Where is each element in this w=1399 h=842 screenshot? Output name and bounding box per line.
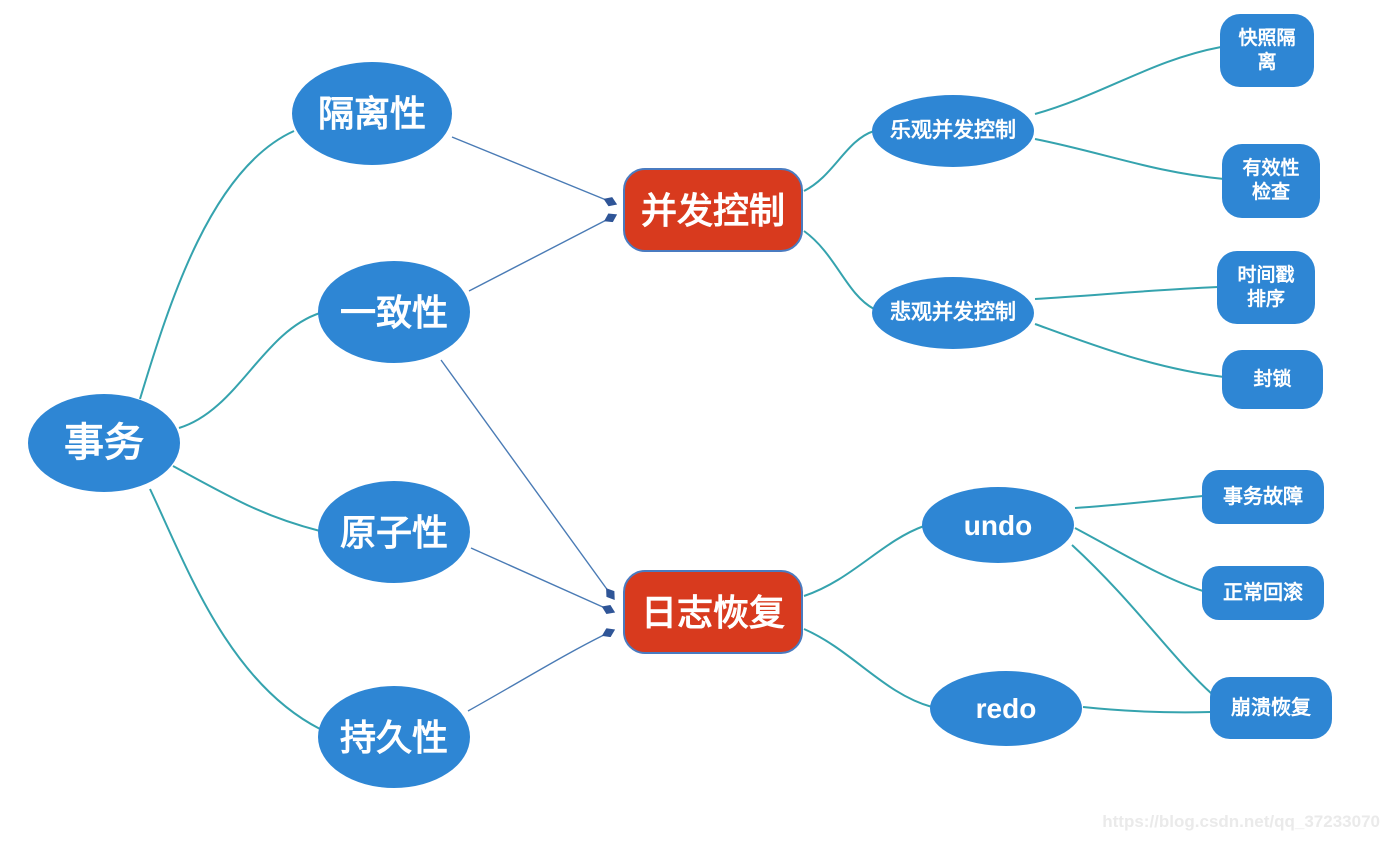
node-redo: redo (930, 671, 1082, 746)
edge-root-isolation (139, 130, 295, 400)
node-atomicity: 原子性 (318, 481, 470, 583)
edge-undo-normal-rollback (1074, 527, 1204, 592)
node-undo: undo (922, 487, 1074, 563)
edge-root-durability (149, 488, 321, 730)
node-locking: 封锁 (1222, 350, 1323, 409)
watermark-url: https://blog.csdn.net/qq_37233070 (1102, 812, 1380, 831)
edge-undo-crash-recovery (1071, 544, 1213, 695)
node-crash-recovery: 崩溃恢复 (1210, 677, 1332, 739)
node-transaction-failure: 事务故障 (1202, 470, 1324, 524)
arrow-consistency-logrecovery (440, 359, 615, 600)
node-concurrency-control: 并发控制 (623, 168, 803, 252)
node-durability: 持久性 (318, 686, 470, 788)
edge-logrecovery-redo (803, 628, 933, 708)
edge-pessimistic-locking (1034, 323, 1225, 378)
edge-root-atomicity (172, 465, 321, 532)
edge-root-consistency (178, 312, 321, 429)
edge-optimistic-snapshot (1034, 46, 1222, 115)
edge-concurrency-pessimistic (803, 230, 875, 310)
arrow-isolation-concurrency (451, 136, 618, 207)
edge-logrecovery-undo (803, 525, 925, 597)
arrow-consistency-concurrency (468, 213, 618, 292)
node-validity-check: 有效性 检查 (1222, 144, 1320, 218)
edge-undo-transaction-failure (1074, 495, 1204, 509)
node-optimistic-concurrency-control: 乐观并发控制 (872, 95, 1034, 167)
edge-redo-crash-recovery (1082, 706, 1212, 714)
node-pessimistic-concurrency-control: 悲观并发控制 (872, 277, 1034, 349)
node-normal-rollback: 正常回滚 (1202, 566, 1324, 620)
node-consistency: 一致性 (318, 261, 470, 363)
node-snapshot-isolation: 快照隔 离 (1220, 14, 1314, 87)
arrow-atomicity-logrecovery (470, 547, 616, 614)
node-log-recovery: 日志恢复 (623, 570, 803, 654)
node-transaction: 事务 (28, 394, 180, 492)
arrow-durability-logrecovery (467, 628, 616, 712)
edge-optimistic-validity (1034, 138, 1225, 180)
edge-concurrency-optimistic (803, 130, 875, 192)
node-timestamp-ordering: 时间戳 排序 (1217, 251, 1315, 324)
edge-pessimistic-timestamp (1034, 286, 1219, 300)
node-isolation: 隔离性 (292, 62, 452, 165)
